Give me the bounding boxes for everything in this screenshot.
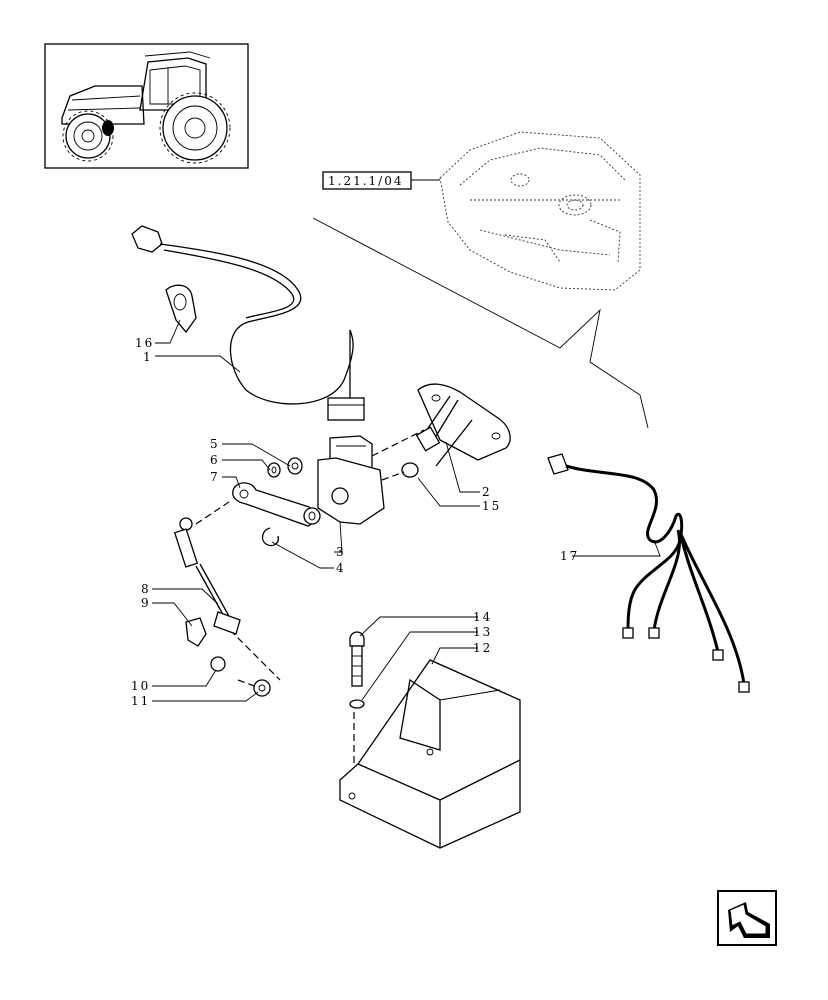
lever-arm: [232, 482, 321, 527]
bushing: [401, 462, 419, 478]
callout-12: 12: [473, 641, 492, 655]
callout-5: 5: [210, 437, 220, 451]
callout-16: 16: [135, 336, 154, 350]
callout-7: 7: [210, 470, 220, 484]
callout-2: 2: [482, 485, 492, 499]
rod-nut-and-washer: [210, 656, 271, 697]
leader-lines: [152, 319, 661, 702]
callout-14: 14: [473, 610, 492, 624]
callout-8: 8: [141, 582, 151, 596]
reference-box: 1.21.1/04: [322, 171, 440, 190]
callout-15: 15: [482, 499, 501, 513]
callout-6: 6: [210, 453, 220, 467]
callout-1: 1: [143, 350, 153, 364]
next-page-arrow-icon[interactable]: [717, 890, 777, 946]
tractor-icon: [61, 51, 231, 164]
section-break-lines: [312, 217, 649, 429]
position-sensor: [317, 435, 385, 525]
sensor-bracket: [415, 383, 511, 467]
sensor-cable: [131, 225, 365, 421]
circlip: [261, 527, 279, 547]
cover-bolt: [349, 631, 365, 709]
callout-10: 10: [131, 679, 150, 693]
callout-labels: 16 1 5 6 7 2 15 3 4 17 8 9 10 11 14 13 1…: [131, 336, 579, 708]
callout-13: 13: [473, 625, 492, 639]
callout-11: 11: [131, 694, 150, 708]
cable-clip: [165, 284, 197, 334]
callout-3: 3: [336, 545, 346, 559]
protective-cover: [339, 659, 521, 849]
link-rod: [173, 517, 241, 647]
assembly-lines: [195, 429, 425, 790]
callout-4: 4: [336, 561, 346, 575]
reference-label: 1.21.1/04: [328, 174, 403, 188]
transmission-housing-reference: [439, 131, 641, 291]
washer-and-nut: [267, 457, 303, 478]
tractor-thumbnail: [44, 43, 249, 169]
callout-17: 17: [560, 549, 579, 563]
callout-9: 9: [141, 596, 151, 610]
wiring-harness: [547, 453, 750, 693]
